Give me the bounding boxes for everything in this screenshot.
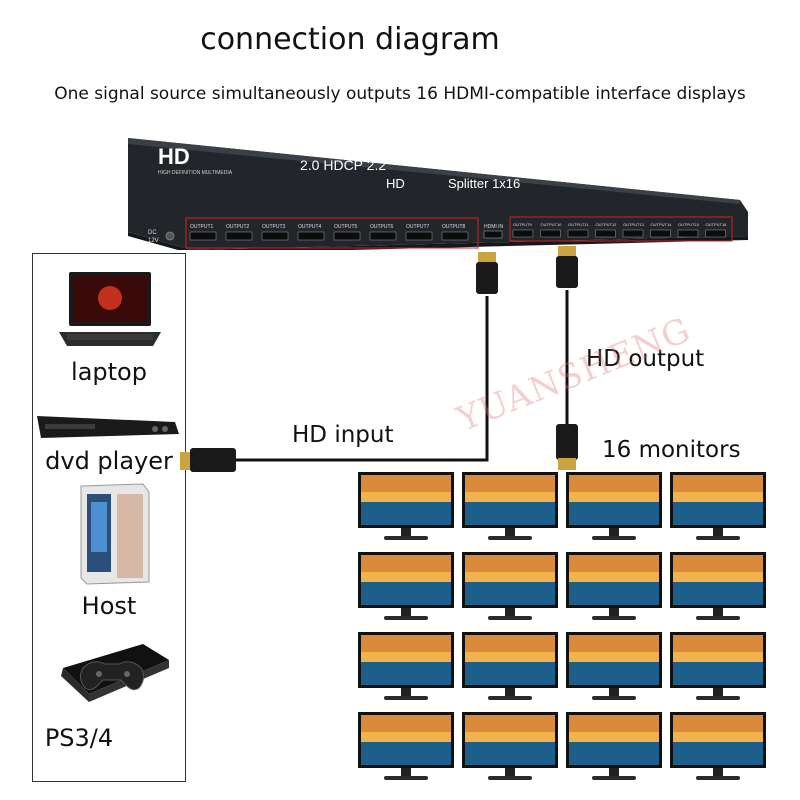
hdmi-plug-icon bbox=[556, 424, 578, 470]
hd-input-cable bbox=[236, 296, 489, 462]
power-port-icon bbox=[165, 231, 175, 241]
laptop-icon bbox=[59, 272, 161, 346]
monitor-icon bbox=[566, 712, 662, 780]
hdmi-output-port-7: OUTPUT7 bbox=[405, 224, 433, 241]
hdmi-input-port: HDMI IN bbox=[483, 224, 504, 239]
svg-text:OUTPUT1: OUTPUT1 bbox=[190, 224, 214, 230]
svg-text:OUTPUT13: OUTPUT13 bbox=[623, 222, 645, 227]
source-devices-panel: laptop dvd player Host PS3/4 bbox=[32, 253, 186, 782]
hdmi-plug-icon bbox=[180, 448, 236, 472]
svg-text:OUTPUT8: OUTPUT8 bbox=[442, 224, 466, 230]
outputs-right-frame bbox=[509, 216, 733, 242]
source-label-dvd-player: dvd player bbox=[45, 447, 173, 475]
hdmi-output-port-10: OUTPUT10 bbox=[540, 222, 563, 238]
power-label-dc: DC bbox=[148, 230, 157, 236]
svg-text:OUTPUT14: OUTPUT14 bbox=[651, 222, 673, 227]
svg-text:HDMI IN: HDMI IN bbox=[484, 224, 504, 230]
svg-text:OUTPUT3: OUTPUT3 bbox=[262, 224, 286, 230]
hdmi-output-port-15: OUTPUT15 bbox=[677, 222, 700, 238]
model-line-2a: HD bbox=[386, 176, 405, 191]
svg-text:OUTPUT10: OUTPUT10 bbox=[541, 222, 563, 227]
hdmi-output-port-5: OUTPUT5 bbox=[333, 224, 361, 241]
monitor-icon bbox=[670, 712, 766, 780]
page-title: connection diagram bbox=[200, 22, 500, 57]
source-label-host: Host bbox=[81, 592, 137, 620]
monitor-icon bbox=[358, 712, 454, 780]
outputs-left-frame bbox=[185, 217, 479, 249]
monitor-icon bbox=[358, 632, 454, 700]
monitor-icon bbox=[670, 472, 766, 540]
svg-text:HD: HD bbox=[158, 144, 190, 169]
dvd-player-icon bbox=[37, 416, 179, 438]
hdmi-output-port-6: OUTPUT6 bbox=[369, 224, 397, 241]
hdmi-plug-icon bbox=[556, 246, 578, 288]
hdmi-output-port-12: OUTPUT12 bbox=[595, 222, 618, 238]
svg-text:OUTPUT15: OUTPUT15 bbox=[678, 222, 700, 227]
monitor-icon bbox=[670, 552, 766, 620]
page-subtitle: One signal source simultaneously outputs… bbox=[54, 84, 746, 104]
monitor-grid bbox=[356, 470, 776, 790]
hdmi-splitter-device: HD HIGH DEFINITION MULTIMEDIA 2.0 HDCP 2… bbox=[128, 138, 748, 250]
desktop-tower-icon bbox=[80, 483, 150, 585]
source-label-laptop: laptop bbox=[71, 358, 147, 386]
monitor-icon bbox=[462, 632, 558, 700]
source-label-ps: PS3/4 bbox=[44, 724, 114, 752]
hdmi-output-port-9: OUTPUT9 bbox=[512, 222, 534, 238]
hdmi-output-port-4: OUTPUT4 bbox=[297, 224, 325, 241]
hdmi-output-port-14: OUTPUT14 bbox=[650, 222, 673, 238]
svg-text:OUTPUT12: OUTPUT12 bbox=[596, 222, 618, 227]
svg-text:OUTPUT5: OUTPUT5 bbox=[334, 224, 358, 230]
power-label-12v: 12V bbox=[148, 238, 159, 244]
hdmi-output-port-13: OUTPUT13 bbox=[622, 222, 645, 238]
hdmi-plug-icon bbox=[476, 252, 498, 294]
svg-text:OUTPUT9: OUTPUT9 bbox=[513, 222, 532, 227]
hdmi-output-port-8: OUTPUT8 bbox=[441, 224, 469, 241]
monitor-icon bbox=[462, 552, 558, 620]
svg-text:OUTPUT16: OUTPUT16 bbox=[706, 222, 728, 227]
svg-text:OUTPUT7: OUTPUT7 bbox=[406, 224, 430, 230]
hd-logo: HD HIGH DEFINITION MULTIMEDIA bbox=[158, 144, 233, 176]
monitors-label: 16 monitors bbox=[602, 437, 741, 463]
monitor-icon bbox=[358, 472, 454, 540]
hd-input-label: HD input bbox=[292, 422, 394, 448]
hdmi-output-port-11: OUTPUT11 bbox=[567, 222, 589, 238]
monitor-icon bbox=[670, 632, 766, 700]
svg-text:OUTPUT4: OUTPUT4 bbox=[298, 224, 322, 230]
game-console-icon bbox=[61, 644, 169, 702]
svg-text:OUTPUT11: OUTPUT11 bbox=[568, 222, 589, 227]
hdmi-output-port-2: OUTPUT2 bbox=[225, 224, 253, 241]
hd-output-label: HD output bbox=[586, 346, 705, 372]
monitor-icon bbox=[566, 472, 662, 540]
monitor-icon bbox=[358, 552, 454, 620]
monitor-icon bbox=[566, 552, 662, 620]
hdmi-output-port-16: OUTPUT16 bbox=[705, 222, 728, 238]
hdmi-output-port-3: OUTPUT3 bbox=[261, 224, 289, 241]
svg-text:HIGH DEFINITION MULTIMEDIA: HIGH DEFINITION MULTIMEDIA bbox=[158, 170, 233, 176]
monitor-icon bbox=[566, 632, 662, 700]
svg-text:OUTPUT6: OUTPUT6 bbox=[370, 224, 394, 230]
svg-text:OUTPUT2: OUTPUT2 bbox=[226, 224, 250, 230]
monitor-icon bbox=[462, 472, 558, 540]
model-line-2b: Splitter 1x16 bbox=[448, 176, 520, 191]
monitor-icon bbox=[462, 712, 558, 780]
hdmi-output-port-1: OUTPUT1 bbox=[189, 224, 217, 241]
model-line-1: 2.0 HDCP 2.2 bbox=[300, 157, 386, 173]
